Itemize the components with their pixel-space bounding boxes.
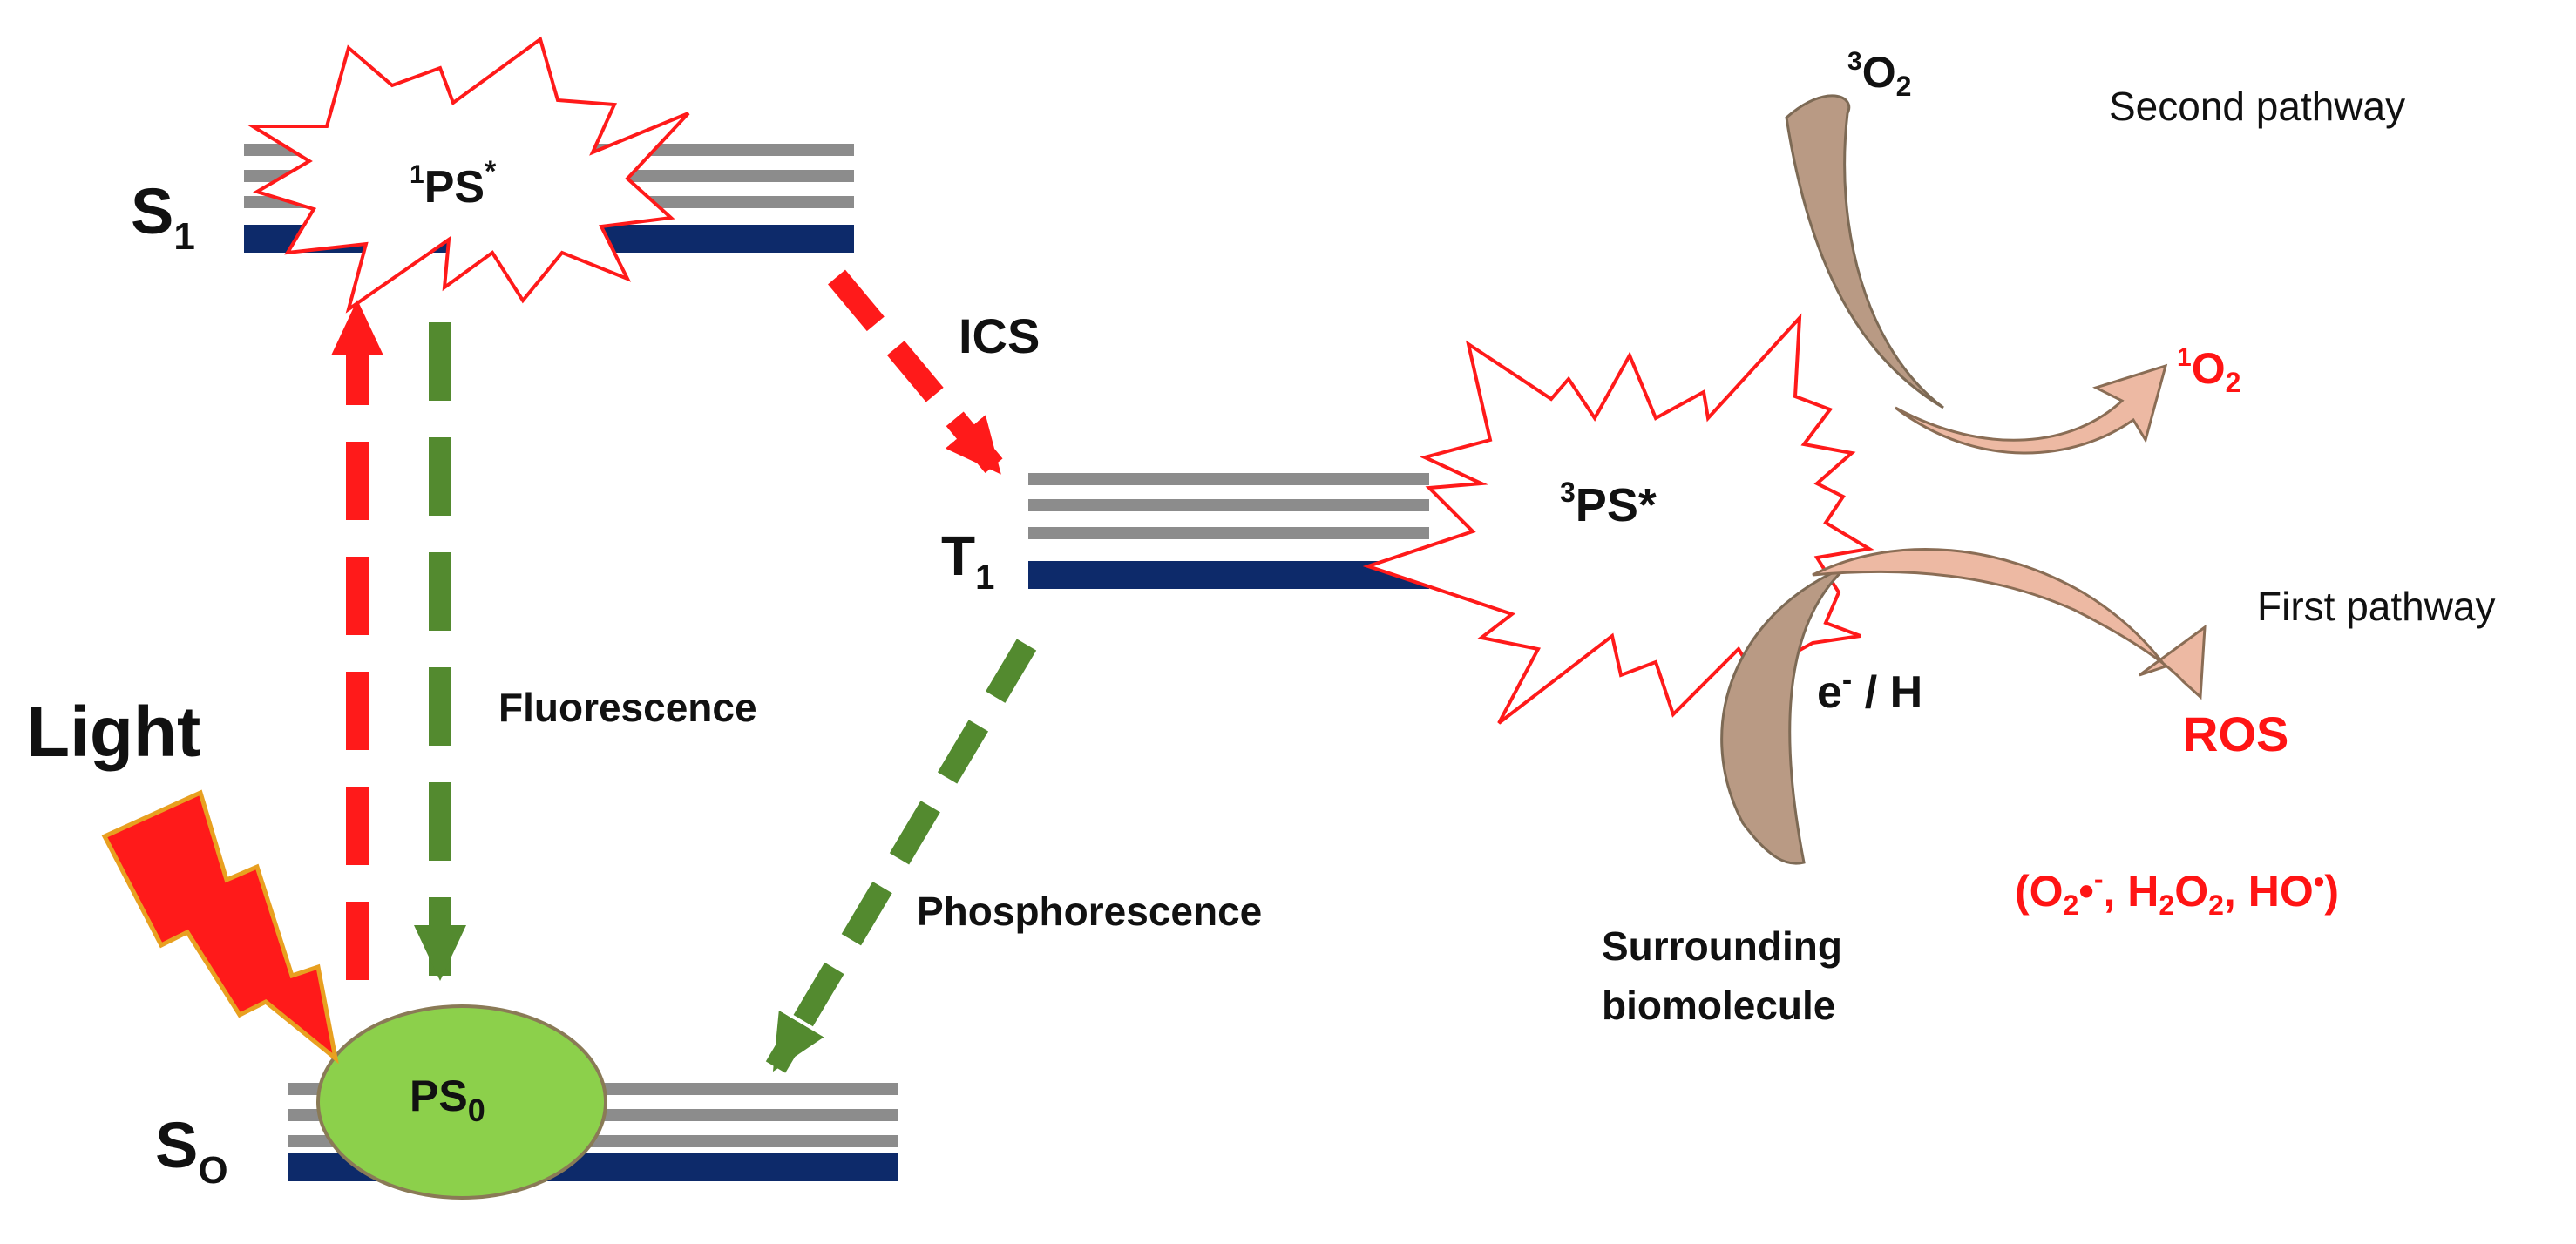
- ics-label: ICS: [959, 308, 1040, 363]
- singlet-excited-label: 1PS*: [410, 155, 497, 213]
- triplet-oxygen-label: 3O2: [1847, 47, 1911, 102]
- second-pathway-arrow-head: [1895, 363, 2168, 455]
- singlet-oxygen-label: 1O2: [2177, 343, 2240, 398]
- ros-species-list: (O2•-, H2O2, HO•): [2015, 863, 2339, 921]
- triplet-excited-burst: [1362, 313, 1874, 725]
- second-pathway-arrow-stem: [1785, 94, 1944, 409]
- ics-arrow: [828, 269, 1007, 478]
- first-pathway-arrow-head: [1812, 547, 2207, 700]
- first-pathway-label: First pathway: [2257, 584, 2496, 629]
- electron-transfer-label: e- / H: [1817, 664, 1922, 718]
- surrounding-biomolecule-label: Surrounding biomolecule: [1602, 923, 1854, 1028]
- light-label: Light: [26, 693, 200, 772]
- ground-state-label: PS0: [410, 1072, 485, 1128]
- lightning-bolt-icon: [101, 789, 339, 1065]
- first-pathway-arrow-stem: [1720, 565, 1848, 865]
- t1-label: T1: [941, 524, 994, 597]
- phosphorescence-label: Phosphorescence: [917, 889, 1262, 934]
- singlet-excited-burst: [246, 36, 690, 314]
- s0-label: SO: [155, 1109, 228, 1192]
- second-pathway-label: Second pathway: [2109, 84, 2405, 129]
- fluorescence-label: Fluorescence: [498, 685, 757, 730]
- s1-label: S1: [131, 175, 195, 258]
- t1-energy-level: [1028, 473, 1429, 589]
- phosphorescence-arrow: [765, 639, 1037, 1073]
- ground-state-ps0: [316, 1004, 607, 1200]
- ros-title: ROS: [2183, 707, 2288, 761]
- triplet-excited-label: 3PS*: [1560, 477, 1657, 531]
